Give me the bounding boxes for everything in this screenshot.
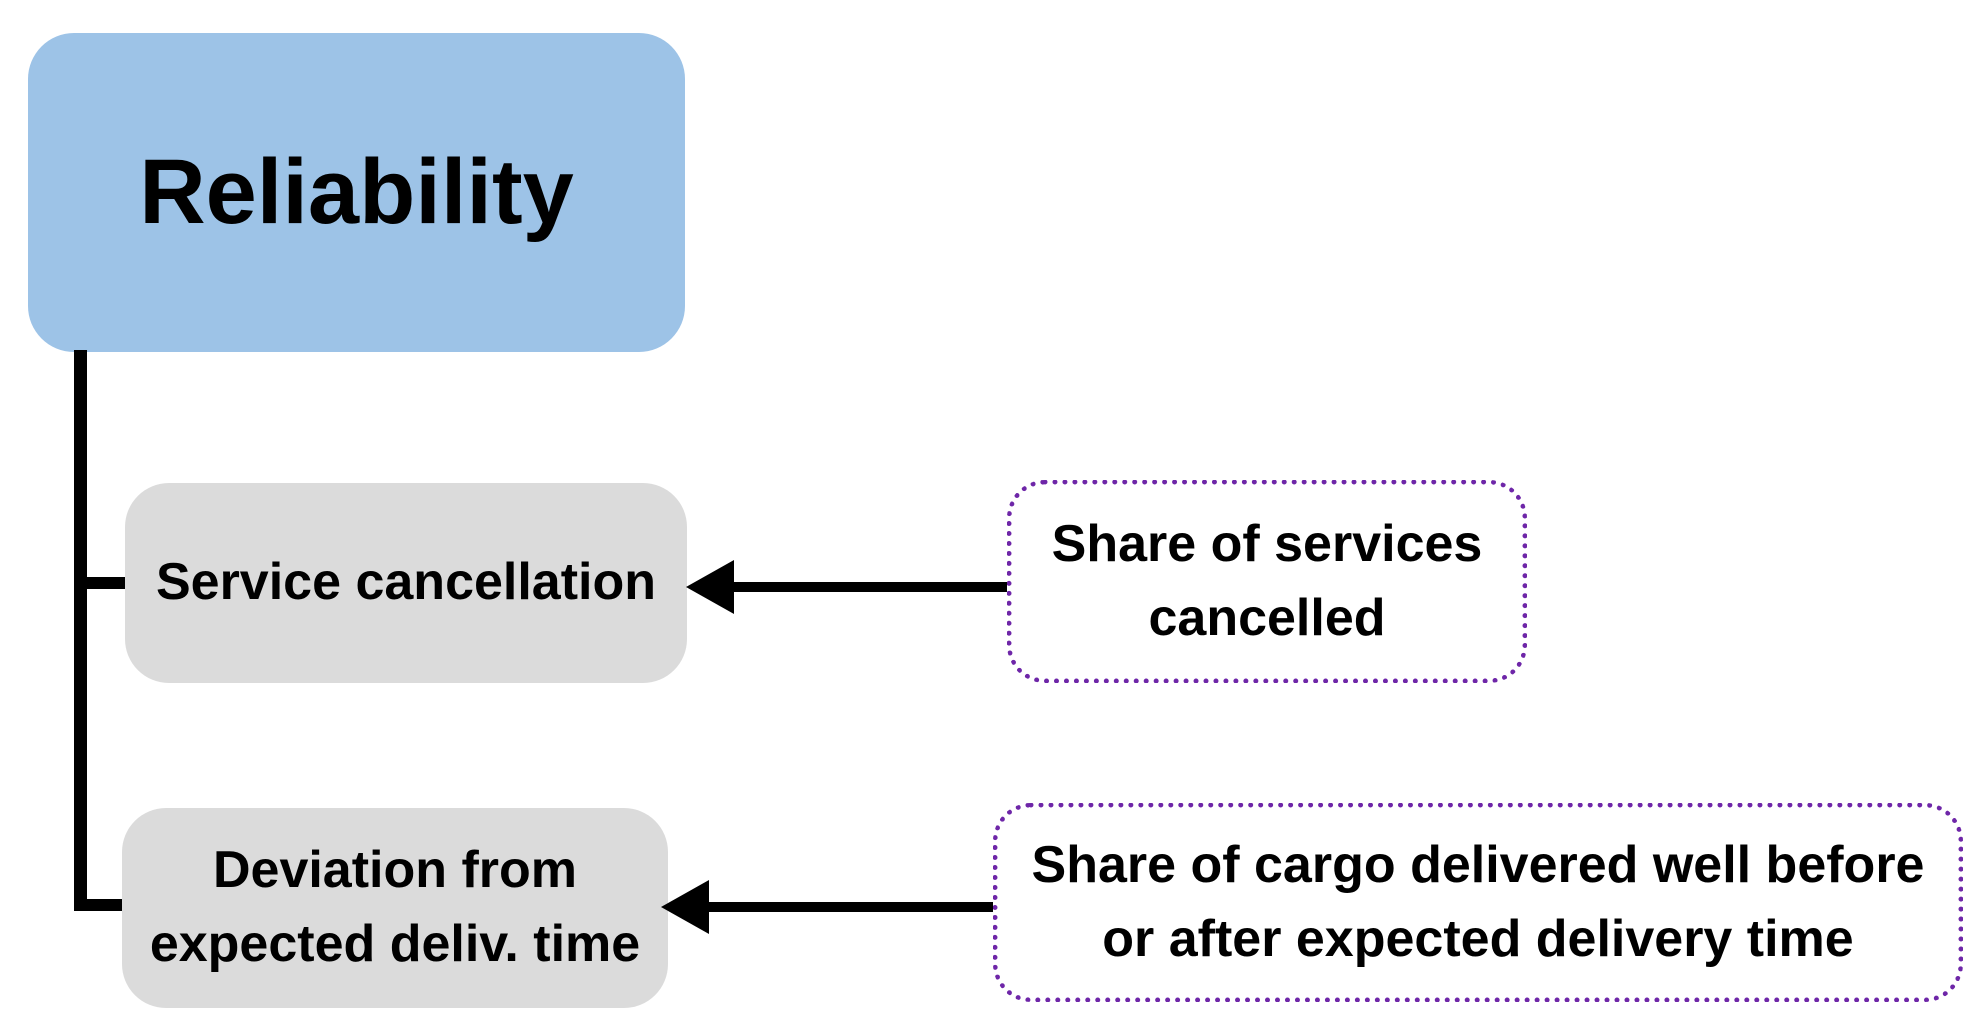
arrow-head-left-icon (661, 880, 709, 934)
indicator-label: Share of services cancelled (1051, 514, 1483, 647)
connector-branch-line-service-cancellation (74, 577, 128, 589)
metric-label: Deviation from expected deliv. time (149, 841, 641, 973)
arrow-shaft-cargo-delivered (703, 902, 993, 912)
category-box-reliability: Reliability (28, 33, 685, 352)
metric-label: Service cancellation (155, 553, 657, 612)
arrow-head-left-icon (686, 560, 734, 614)
metric-box-service-cancellation: Service cancellation (125, 483, 687, 683)
indicator-label: Share of cargo delivered well before or … (1031, 835, 1925, 968)
arrow-shaft-services-cancelled (726, 582, 1007, 592)
indicator-box-share-services-cancelled: Share of services cancelled (1007, 480, 1527, 683)
category-label: Reliability (139, 140, 574, 243)
connector-trunk-line (74, 350, 87, 911)
metric-box-deviation-delivery-time: Deviation from expected deliv. time (122, 808, 668, 1008)
indicator-box-share-cargo-delivery-time: Share of cargo delivered well before or … (993, 803, 1963, 1002)
connector-branch-line-deviation (74, 899, 130, 911)
